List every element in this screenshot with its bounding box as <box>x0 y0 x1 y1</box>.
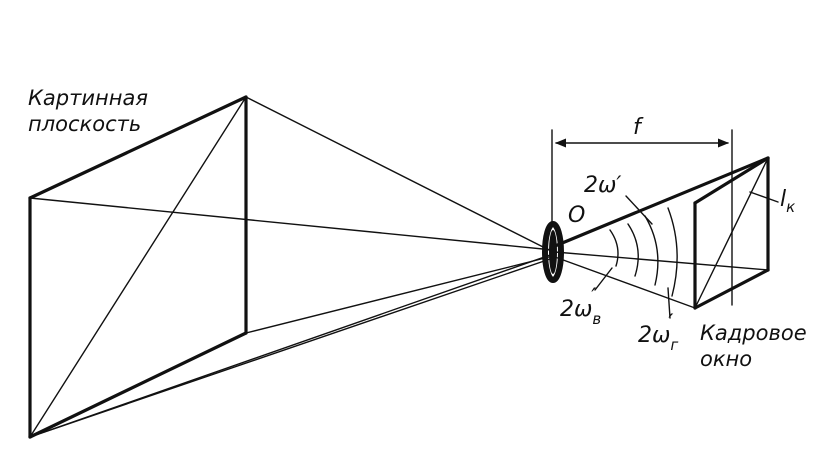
ray-bottom-left-lower <box>29 257 554 438</box>
angle-horizontal-prime: ′ <box>668 311 673 336</box>
lens <box>542 221 564 283</box>
angle-diagonal-label: 2ω′ <box>584 173 621 198</box>
picture-plane-top-edge <box>28 95 248 200</box>
frame-window-label-line1: Кадровое <box>700 321 807 345</box>
leader-angle-horizontal <box>667 287 671 319</box>
ray-to-frame-top <box>553 156 770 248</box>
ray-bottom-right <box>245 255 554 334</box>
lens-center-label: O <box>568 203 585 228</box>
ray-top-left <box>29 197 554 251</box>
arc-2 <box>627 223 639 277</box>
picture-plane-bottom-edge <box>28 331 248 439</box>
arc-1 <box>609 229 619 267</box>
leader-angle-diagonal <box>625 195 653 225</box>
leader-angle-vertical <box>594 267 613 291</box>
frame-diagonal-label: lк <box>780 187 795 216</box>
picture-plane-diagonal <box>29 96 247 438</box>
angle-arcs <box>609 207 678 297</box>
frame-window-label-line2: окно <box>700 347 752 371</box>
picture-plane-label-line1: Картинная <box>28 86 148 110</box>
angle-vertical-label: 2ωв′ <box>560 285 601 328</box>
ray-to-frame-mid <box>554 251 769 271</box>
frame-diagonal-sub: к <box>786 198 795 216</box>
lens-fill <box>549 230 557 274</box>
angle-diagonal-prime: ′ <box>616 173 621 198</box>
angle-vertical-main: 2ω <box>560 297 592 322</box>
arc-4 <box>667 207 678 297</box>
leader-frame-diagonal <box>749 191 779 203</box>
angle-horizontal-sub: г <box>670 336 678 354</box>
frame-diagonal-main: l <box>780 187 786 212</box>
angle-vertical-prime: ′ <box>591 285 596 310</box>
angle-vertical-sub: в <box>592 310 601 328</box>
arc-3 <box>644 215 659 286</box>
picture-plane <box>28 95 248 439</box>
picture-plane-label-line2: плоскость <box>28 112 141 136</box>
focal-length-dimension <box>551 129 733 306</box>
angle-diagonal-main: 2ω <box>584 173 616 198</box>
leader-lines <box>594 191 779 319</box>
focal-length-label: f <box>633 115 644 140</box>
angle-horizontal-label: 2ωг′ <box>638 311 678 354</box>
lens-outline <box>542 221 564 283</box>
ray-to-frame-bottom <box>554 256 696 309</box>
projection-rays <box>29 96 554 438</box>
angle-horizontal-main: 2ω <box>638 323 670 348</box>
ray-top-right <box>245 96 554 253</box>
